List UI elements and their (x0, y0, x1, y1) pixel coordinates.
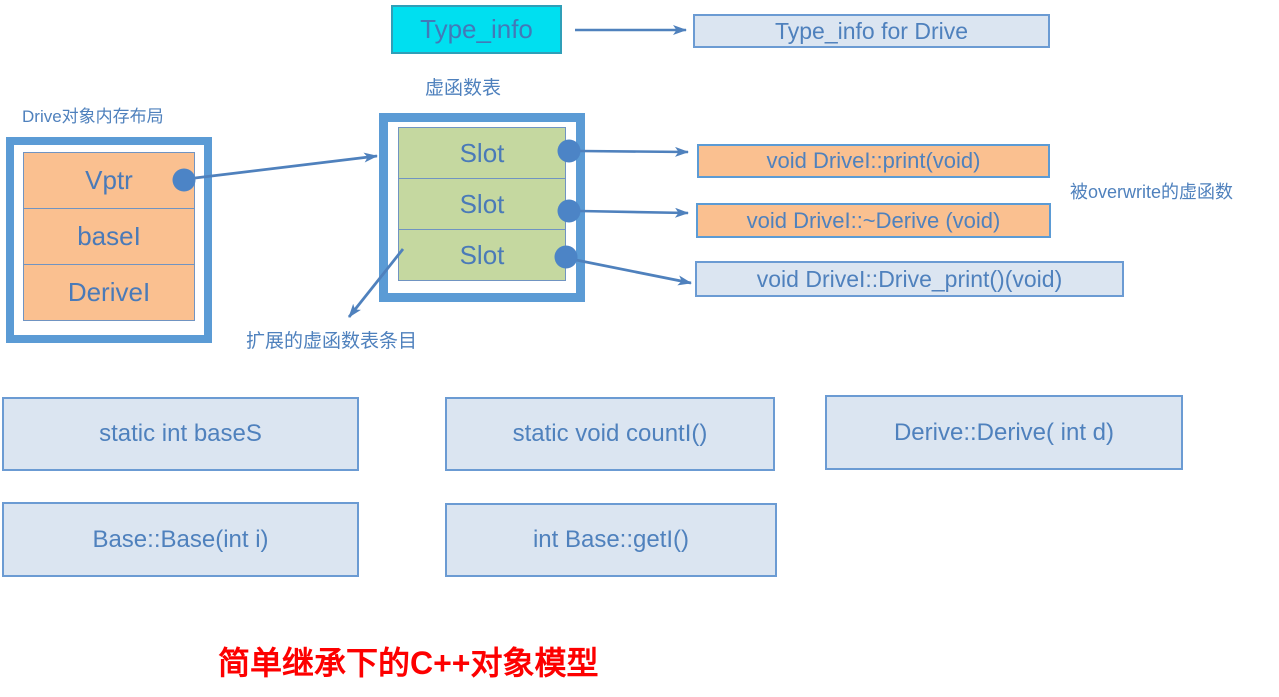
vtable-caption: 虚函数表 (425, 78, 502, 99)
static-counti-box: static void countI() (445, 397, 775, 471)
arrow-slot1-to-print (579, 146, 689, 157)
type-info-for-drive-box: Type_info for Drive (693, 14, 1050, 48)
memory-cell-derivei: DeriveI (23, 264, 195, 321)
vtable-slot-2: Slot (398, 178, 566, 230)
memory-cell-basei: baseI (23, 208, 195, 265)
vtable-box: Slot Slot Slot (379, 113, 585, 302)
type-info-box: Type_info (391, 5, 562, 54)
arrow-slot3-to-drive-print (575, 258, 692, 286)
arrow-slot2-to-destructor (579, 207, 689, 218)
fn-print-box: void DriveI::print(void) (690, 139, 1054, 181)
memory-layout-caption: Drive对象内存布局 (22, 107, 164, 126)
derive-ctor-box: Derive::Derive( int d) (825, 395, 1183, 470)
fn-drive-print-box: void DriveI::Drive_print()(void) (695, 261, 1124, 297)
vtable-slot-3: Slot (398, 229, 566, 281)
diagram-title: 简单继承下的C++对象模型 (218, 645, 599, 681)
base-ctor-box: Base::Base(int i) (2, 502, 359, 577)
drive-memory-layout-box: Vptr baseI DeriveI (6, 137, 212, 343)
arrow-vptr-to-vtable (194, 152, 378, 180)
fn-destructor-box: void DriveI::~Derive (void) (689, 198, 1055, 241)
base-geti-box: int Base::getI() (445, 503, 777, 577)
vtable-slot-1: Slot (398, 127, 566, 179)
overwrite-note: 被overwrite的虚函数 (1070, 182, 1234, 202)
extended-entries-note: 扩展的虚函数表条目 (246, 331, 418, 352)
static-bases-box: static int baseS (2, 397, 359, 471)
memory-cell-vptr: Vptr (23, 152, 195, 209)
